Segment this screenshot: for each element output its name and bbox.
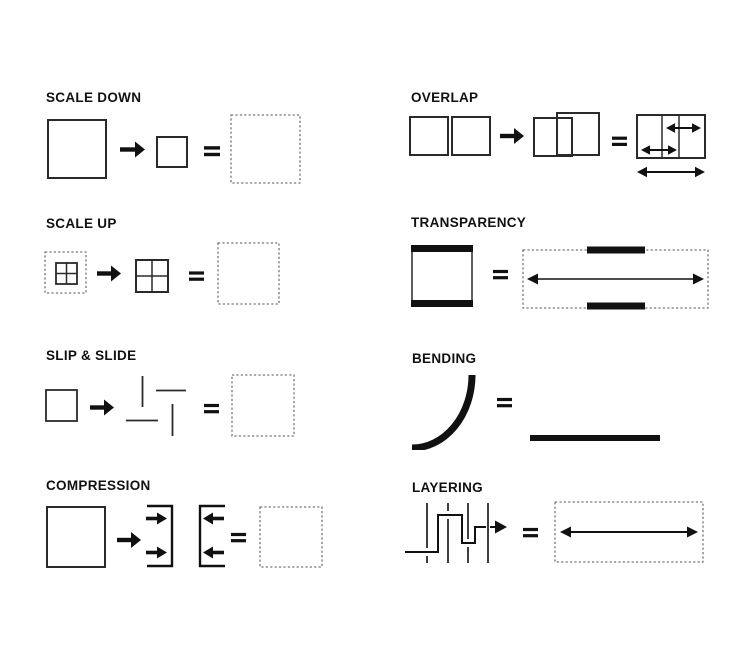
- arrow-right-icon: [117, 532, 141, 548]
- dashed-square: [230, 114, 301, 184]
- straight-thick-line: [530, 435, 660, 441]
- bracket-left: [198, 504, 225, 568]
- double-arrow-icon: [641, 145, 677, 155]
- overlap-diagram: [409, 112, 706, 178]
- double-arrow-icon: [666, 123, 701, 133]
- section-layering: LAYERING: [400, 478, 720, 578]
- large-square: [46, 506, 106, 568]
- bent-arc: [411, 374, 476, 450]
- section-label-transparency: TRANSPARENCY: [411, 215, 527, 230]
- dashed-square-large: [217, 242, 280, 305]
- section-bending: BENDING: [405, 350, 715, 455]
- grid-square-large: [135, 259, 169, 293]
- weave-path-arrow: [405, 514, 507, 553]
- section-transparency: TRANSPARENCY: [405, 214, 720, 319]
- transparency-diagram: [411, 245, 709, 310]
- arrow-right-icon: [146, 546, 167, 559]
- section-label-overlap: OVERLAP: [411, 90, 479, 105]
- arrow-left-icon: [203, 546, 224, 559]
- thick-bar-top: [587, 246, 645, 254]
- section-label-scale-down: SCALE DOWN: [46, 90, 142, 105]
- equals-icon: [231, 532, 246, 543]
- dashed-square: [259, 506, 323, 568]
- arrow-right-icon: [146, 512, 167, 525]
- dashed-rectangle: [554, 501, 704, 563]
- slid-segments: [126, 376, 186, 436]
- double-arrow-icon: [560, 526, 698, 538]
- compression-diagram: [46, 504, 323, 568]
- weave-vertical-lines: [426, 503, 489, 563]
- bracket-right: [146, 504, 174, 568]
- section-label-scale-up: SCALE UP: [46, 216, 117, 231]
- overlapped-square-front: [556, 112, 600, 156]
- bending-diagram: [411, 374, 660, 450]
- section-scale-up: SCALE UP: [40, 214, 300, 314]
- arrow-right-icon: [90, 399, 114, 416]
- square-thick-edges: [411, 245, 473, 307]
- scale-up-diagram: [44, 242, 280, 305]
- small-square: [156, 136, 188, 168]
- overlapped-square-back: [533, 117, 573, 157]
- section-label-slip-slide: SLIP & SLIDE: [46, 348, 137, 363]
- double-arrow-icon: [637, 166, 705, 178]
- section-scale-down: SCALE DOWN: [40, 88, 320, 188]
- result-rectangle: [636, 114, 706, 159]
- section-label-compression: COMPRESSION: [46, 478, 151, 493]
- section-overlap: OVERLAP: [405, 88, 750, 193]
- arrow-left-icon: [203, 512, 224, 525]
- equals-icon: [493, 269, 508, 280]
- equals-icon: [612, 136, 627, 146]
- section-compression: COMPRESSION: [40, 476, 330, 576]
- arrow-right-icon: [500, 128, 524, 144]
- large-square: [47, 119, 107, 179]
- section-label-layering: LAYERING: [412, 480, 483, 495]
- square-left: [409, 116, 449, 156]
- arrow-right-icon: [120, 141, 145, 158]
- square-right: [451, 116, 491, 156]
- slip-slide-diagram: [45, 374, 295, 437]
- dashed-square: [231, 374, 295, 437]
- small-square: [45, 389, 78, 422]
- dashed-square-small: [44, 251, 87, 294]
- equals-icon: [189, 271, 204, 281]
- equals-icon: [523, 527, 538, 538]
- section-slip-slide: SLIP & SLIDE: [40, 346, 310, 451]
- grid-square-small: [55, 262, 78, 285]
- double-arrow-icon: [527, 273, 704, 285]
- section-label-bending: BENDING: [412, 351, 477, 366]
- scale-down-diagram: [47, 114, 301, 184]
- equals-icon: [204, 146, 220, 157]
- layering-diagram: [405, 501, 704, 563]
- equals-icon: [204, 403, 219, 414]
- arrow-right-icon: [97, 265, 121, 282]
- equals-icon: [497, 397, 512, 408]
- thick-bar-bottom: [587, 302, 645, 310]
